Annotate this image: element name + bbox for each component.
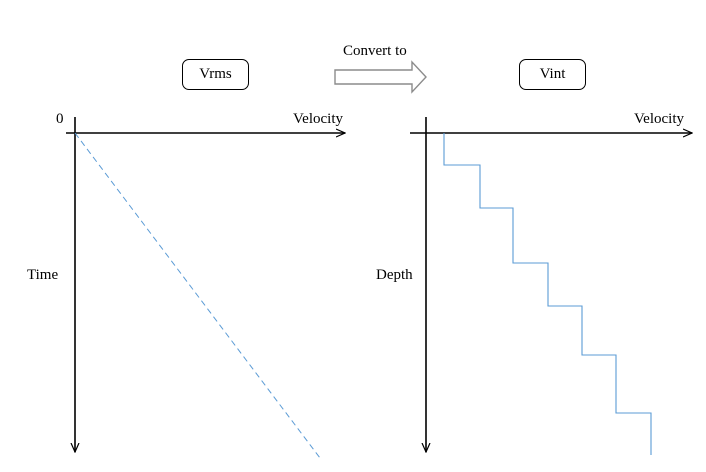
origin-label: 0 (56, 111, 64, 127)
vrms-box: Vrms (182, 59, 249, 90)
vint-box: Vint (519, 59, 586, 90)
left-x-axis-label: Velocity (293, 111, 343, 127)
convert-caption: Convert to (343, 43, 407, 59)
vint-step-line (443, 133, 652, 455)
vrms-dashed-line (74, 132, 321, 459)
right-x-axis-label: Velocity (634, 111, 684, 127)
left-y-axis-label: Time (27, 267, 59, 283)
vint-box-label: Vint (539, 66, 566, 82)
convert-arrow (334, 60, 427, 94)
vrms-box-label: Vrms (199, 66, 232, 82)
right-y-axis-label: Depth (376, 267, 413, 283)
